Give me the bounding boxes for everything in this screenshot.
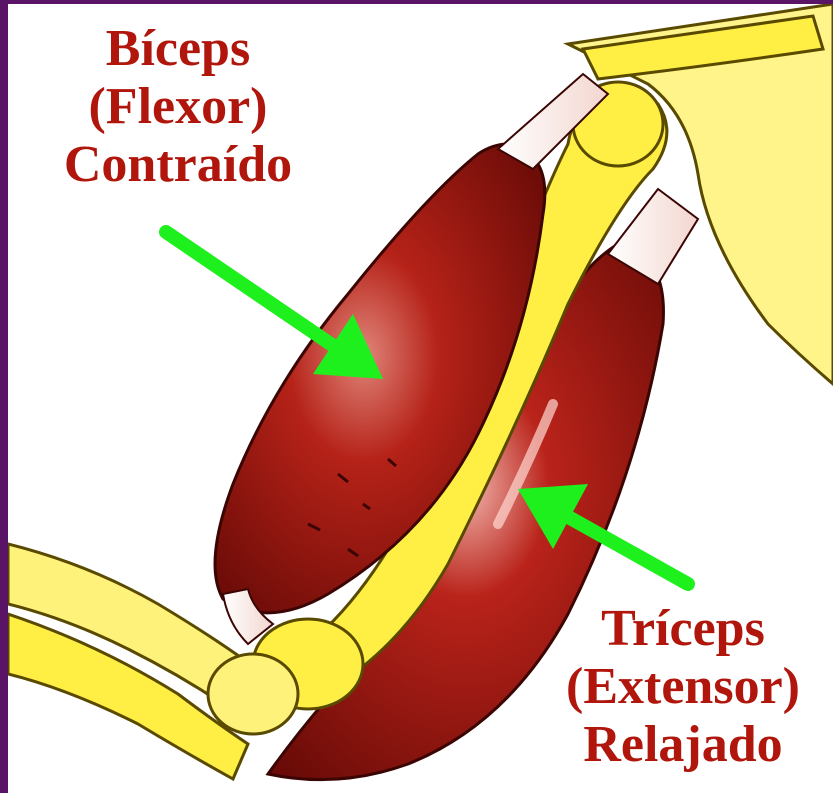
diagram-canvas: Bíceps (Flexor) Contraído Tríceps (Exten…: [8, 4, 833, 793]
triceps-label: Tríceps (Extensor) Relajado: [533, 600, 833, 774]
triceps-state: Relajado: [533, 716, 833, 774]
biceps-role: (Flexor): [8, 78, 348, 136]
triceps-name: Tríceps: [533, 600, 833, 658]
elbow-joint-2: [208, 654, 298, 734]
biceps-label: Bíceps (Flexor) Contraído: [8, 20, 348, 194]
biceps-name: Bíceps: [8, 20, 348, 78]
biceps-state: Contraído: [8, 136, 348, 194]
triceps-role: (Extensor): [533, 658, 833, 716]
